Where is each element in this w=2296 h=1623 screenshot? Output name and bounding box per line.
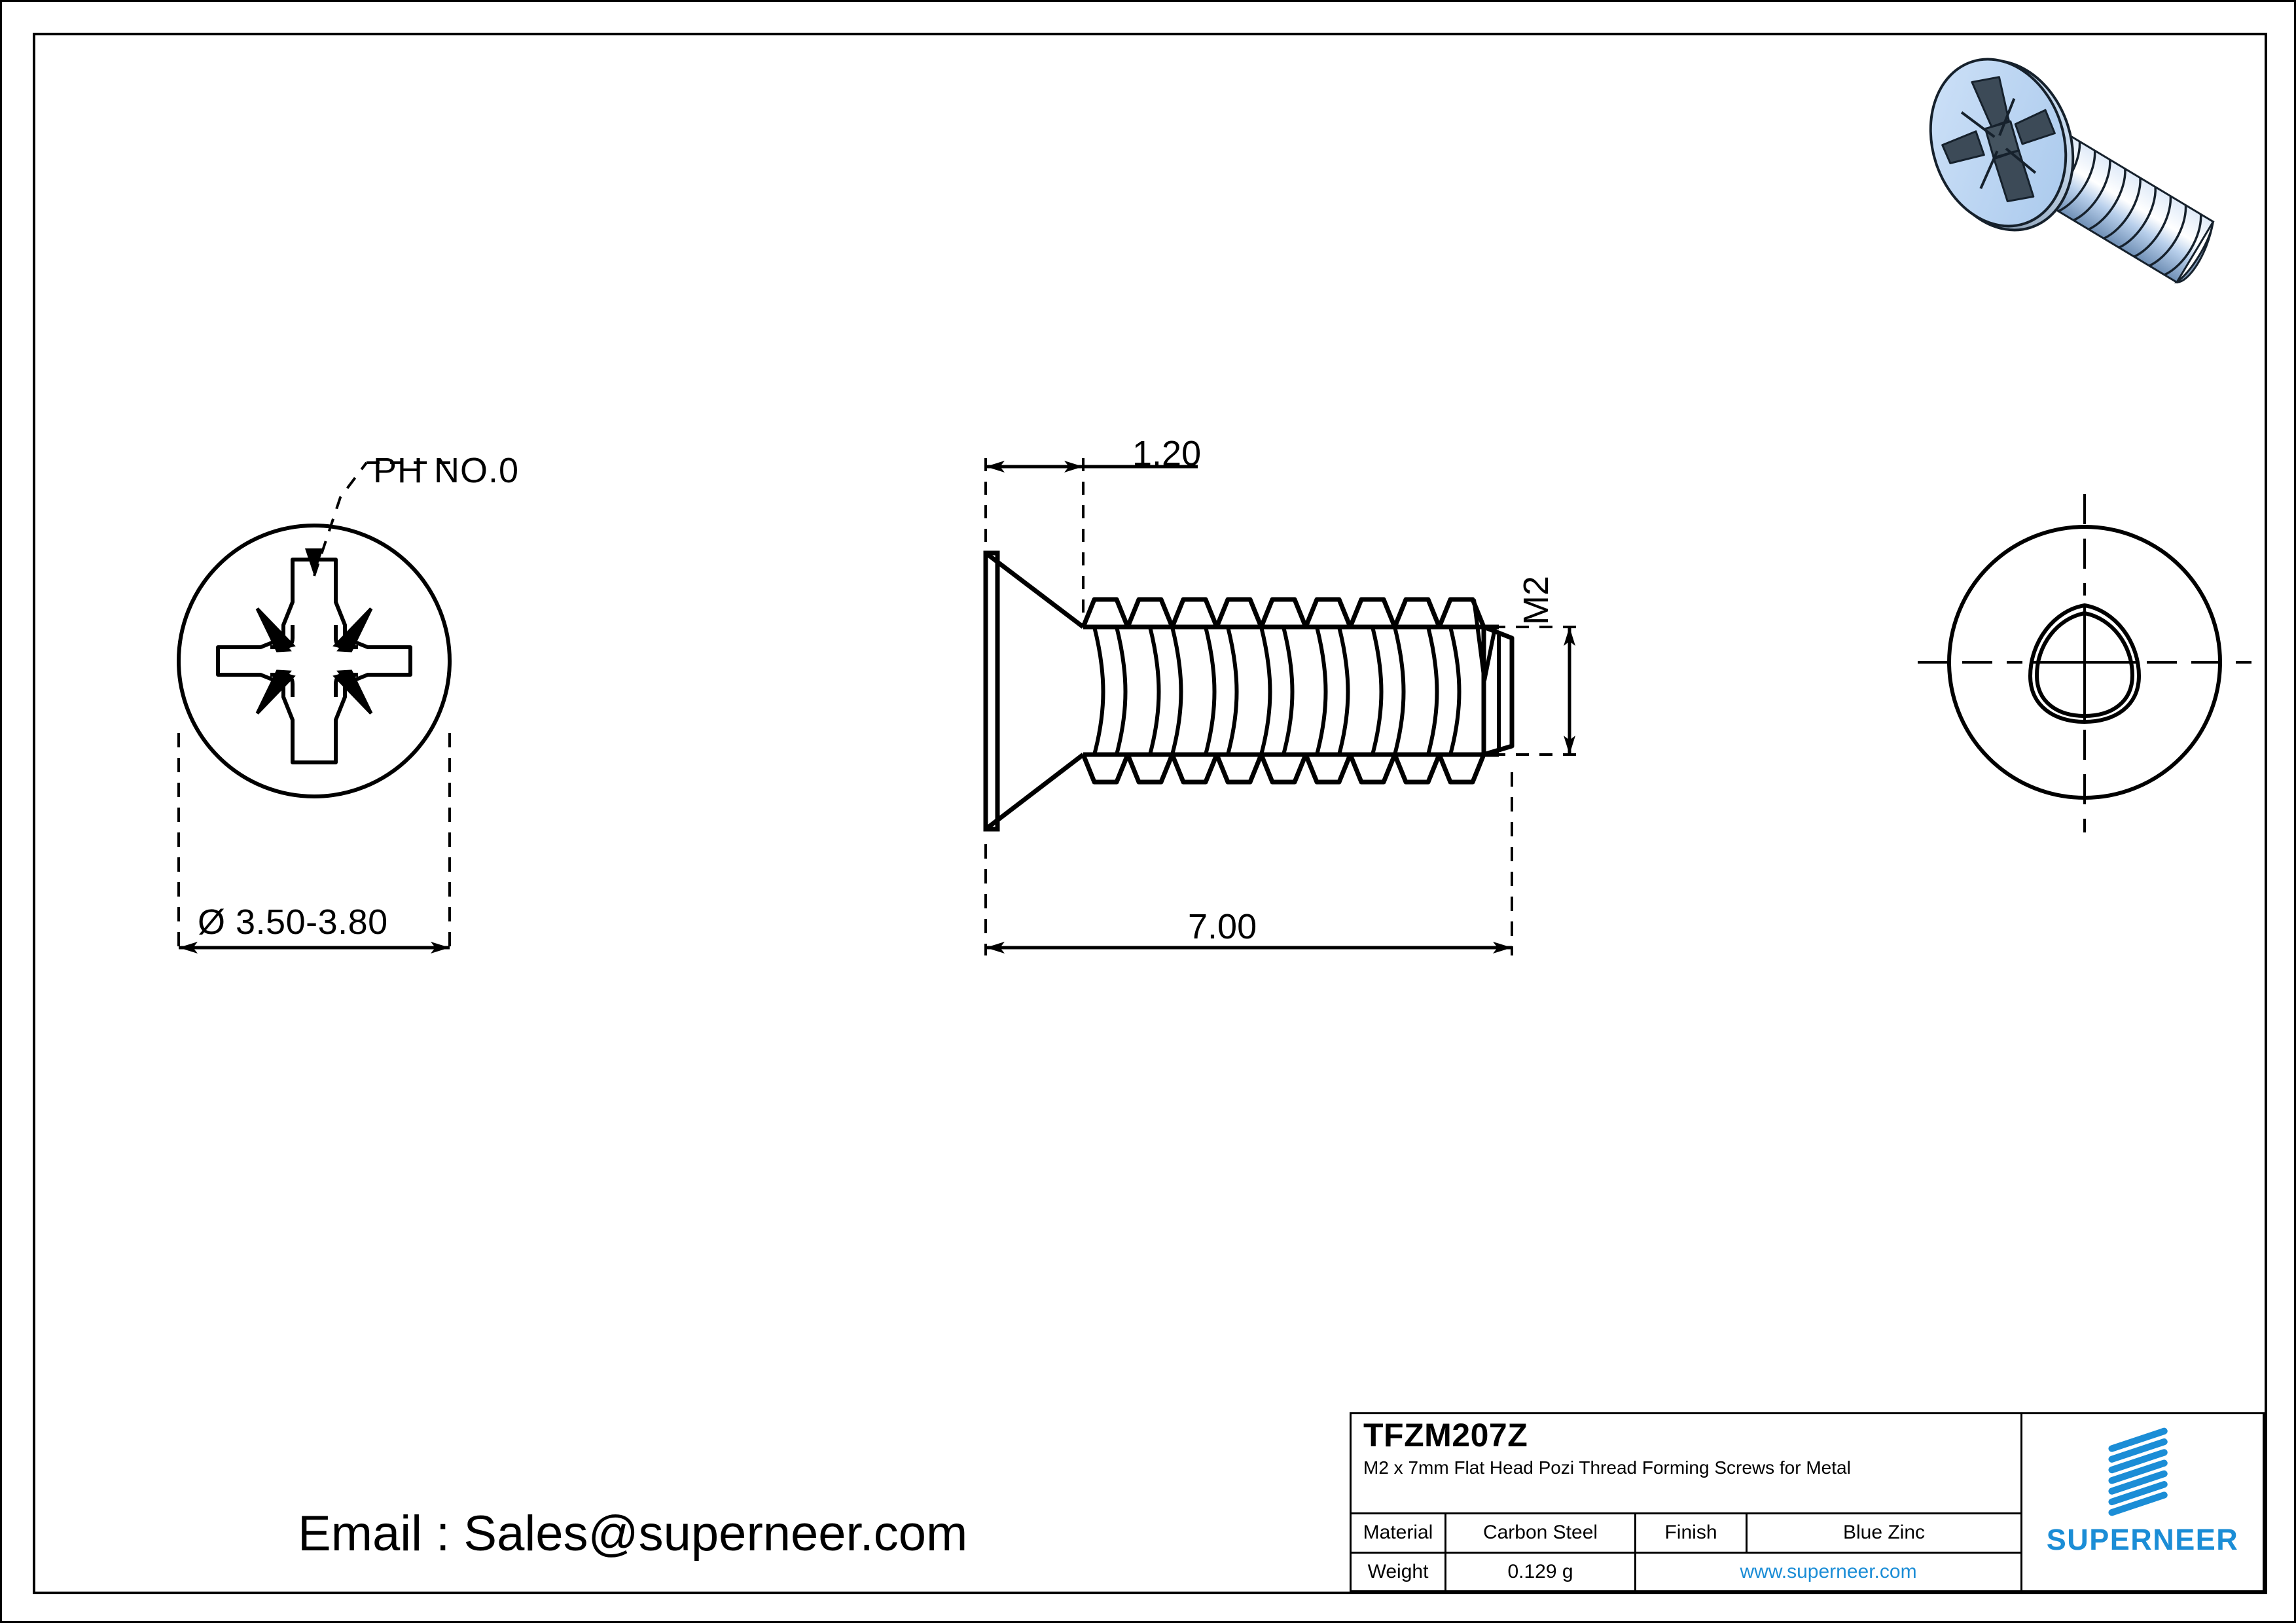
material-label: Material bbox=[1352, 1514, 1446, 1552]
website-link[interactable]: www.superneer.com bbox=[1740, 1560, 1917, 1582]
contact-email-text: Email : Sales@superneer.com bbox=[298, 1506, 968, 1561]
screw-3d-render bbox=[1929, 58, 2215, 284]
thread-size-dimension-label: M2 bbox=[1516, 575, 1556, 625]
weight-website-row: Weight 0.129 g www.superneer.com bbox=[1352, 1553, 2020, 1590]
brand-panel: SUPERNEER bbox=[2022, 1414, 2263, 1590]
title-block: TFZM207Z M2 x 7mm Flat Head Pozi Thread … bbox=[1350, 1412, 2265, 1592]
finish-label: Finish bbox=[1636, 1514, 1748, 1552]
title-block-header: TFZM207Z M2 x 7mm Flat Head Pozi Thread … bbox=[1352, 1414, 2020, 1514]
head-diameter-dimension-label: Ø 3.50-3.80 bbox=[198, 902, 388, 942]
material-value: Carbon Steel bbox=[1446, 1514, 1636, 1552]
overall-length-dimension-label: 7.00 bbox=[1188, 907, 1257, 946]
part-description: M2 x 7mm Flat Head Pozi Thread Forming S… bbox=[1363, 1457, 1851, 1478]
superneer-logo-icon bbox=[2108, 1427, 2168, 1516]
finish-value: Blue Zinc bbox=[1842, 1522, 1926, 1544]
brand-name: SUPERNEER bbox=[2046, 1523, 2239, 1556]
material-finish-row: Material Carbon Steel Finish Blue Zinc bbox=[1352, 1514, 2020, 1554]
weight-value: 0.129 g bbox=[1446, 1553, 1636, 1590]
drawing-frame-border bbox=[33, 33, 2267, 1594]
part-number: TFZM207Z bbox=[1363, 1417, 1528, 1454]
head-recess-callout-label: PH NO.0 bbox=[373, 451, 520, 490]
head-height-dimension-label: 1.20 bbox=[1132, 434, 1202, 473]
weight-label: Weight bbox=[1352, 1553, 1446, 1590]
title-block-info: TFZM207Z M2 x 7mm Flat Head Pozi Thread … bbox=[1352, 1414, 2022, 1590]
